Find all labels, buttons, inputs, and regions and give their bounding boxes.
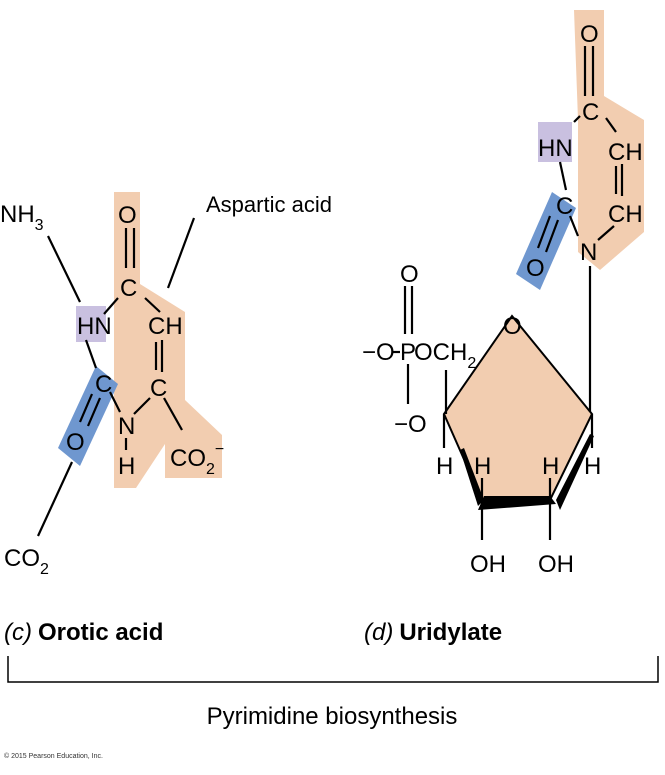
aspartate-highlight (114, 192, 222, 488)
orotic-acid-structure: NH3 Aspartic acid O C HN CH C C O N H CO… (0, 192, 332, 578)
orotic-c-left: C (95, 371, 112, 398)
uridylate-nitrogen-highlight (538, 122, 572, 162)
nh3-label: NH3 (0, 201, 44, 234)
ring-oxygen: O (503, 313, 522, 340)
orotic-c-right: C (150, 375, 167, 402)
orotic-o-left: O (66, 429, 85, 456)
uridylate-ch2: CH (608, 201, 643, 228)
uridylate-n: N (580, 239, 597, 266)
orotic-o-top: O (118, 202, 137, 229)
oh-c2: OH (538, 551, 574, 578)
orotic-n: N (118, 413, 135, 440)
uridylate-structure: O C HN CH CH C O N O −O P OCH2 −O O H H … (362, 10, 644, 578)
caption-orotic-acid: (c)Orotic acid (4, 619, 163, 646)
uridylate-hn: HN (538, 135, 573, 162)
uridylate-ch1: CH (608, 139, 643, 166)
aspartic-acid-label: Aspartic acid (206, 192, 332, 217)
orotic-co2-label: CO2− (170, 441, 224, 478)
orotic-c-top: C (120, 275, 137, 302)
h-c3: H (474, 453, 491, 480)
orotic-h: H (118, 453, 135, 480)
nitrogen-highlight (76, 306, 106, 342)
uridylate-c-top: C (582, 99, 599, 126)
orotic-ch: CH (148, 313, 183, 340)
h-c1: H (584, 453, 601, 480)
caption-uridylate: (d)Uridylate (364, 619, 502, 646)
orotic-hn: HN (77, 313, 112, 340)
oh-c3: OH (470, 551, 506, 578)
copyright-notice: © 2015 Pearson Education, Inc. (4, 752, 103, 760)
figure-title: Pyrimidine biosynthesis (207, 703, 458, 730)
uridylate-o-left: O (526, 255, 545, 282)
ribose-front-bond (478, 496, 556, 510)
h-c2: H (542, 453, 559, 480)
uridylate-aspartate-highlight (574, 10, 644, 270)
carbamoyl-highlight (58, 366, 118, 466)
uridylate-c-mid: C (556, 193, 573, 220)
phosphate-o-bottom: −O (394, 411, 427, 438)
phosphate-o-left: −O (362, 339, 395, 366)
uridylate-o-top: O (580, 21, 599, 48)
h-c4: H (436, 453, 453, 480)
grouping-bracket (7, 656, 659, 683)
phosphate-p: P (400, 339, 416, 366)
phosphate-o-top: O (400, 261, 419, 288)
och2-label: OCH2 (414, 339, 476, 372)
uridylate-carbamoyl-highlight (516, 192, 576, 290)
co2-label: CO2 (4, 545, 49, 578)
